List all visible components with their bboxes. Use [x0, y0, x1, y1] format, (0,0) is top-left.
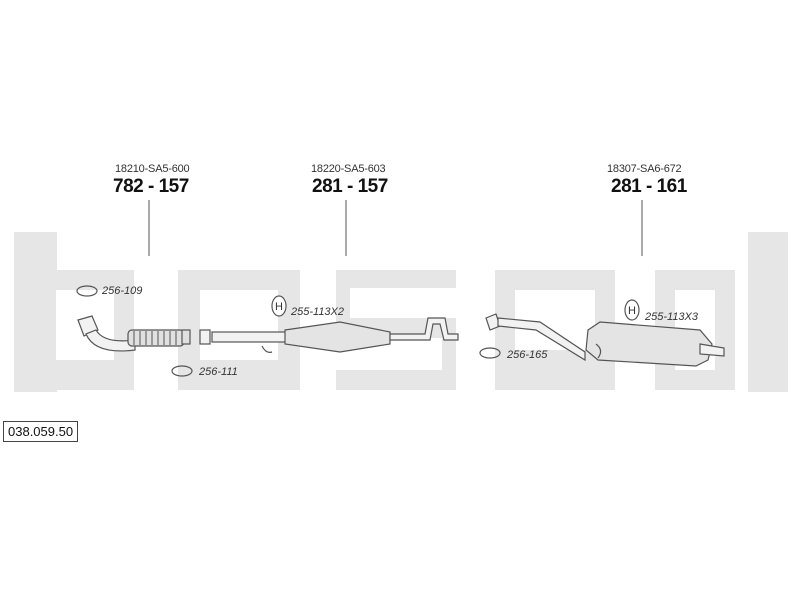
part-number-1[interactable]: 782 - 157 [113, 176, 189, 197]
hanger-letter-2: H [628, 305, 636, 317]
rear-pipe-with-muffler[interactable] [485, 313, 725, 367]
rubber-hanger-icon-1 [271, 295, 287, 317]
gasket-ring-256-165 [479, 347, 501, 359]
gasket-ring-256-109 [76, 285, 98, 297]
gasket-rings [76, 285, 501, 377]
oem-number-1: 18210-SA5-600 [115, 163, 190, 175]
bosal-watermark [14, 232, 788, 392]
ref-code-255-113X2[interactable]: 255-113X2 [291, 306, 345, 318]
leader-lines [148, 200, 643, 256]
front-pipe[interactable] [77, 315, 191, 352]
oem-number-3: 18307-SA6-672 [607, 163, 682, 175]
gasket-ring-256-111 [171, 365, 193, 377]
part-number-3[interactable]: 281 - 161 [611, 176, 687, 197]
hanger-symbols: H H [271, 295, 640, 321]
ref-code-256-165[interactable]: 256-165 [507, 349, 548, 361]
hanger-letter-1: H [275, 301, 283, 313]
diagram-id-label: 038.059.50 [3, 421, 79, 442]
ref-code-256-109[interactable]: 256-109 [102, 285, 143, 297]
ref-code-256-111[interactable]: 256-111 [199, 366, 238, 378]
rubber-hanger-icon-2 [624, 299, 640, 321]
ref-code-255-113X3[interactable]: 255-113X3 [645, 311, 699, 323]
center-pipe[interactable] [199, 317, 459, 353]
oem-number-2: 18220-SA5-603 [311, 163, 386, 175]
part-number-2[interactable]: 281 - 157 [312, 176, 388, 197]
